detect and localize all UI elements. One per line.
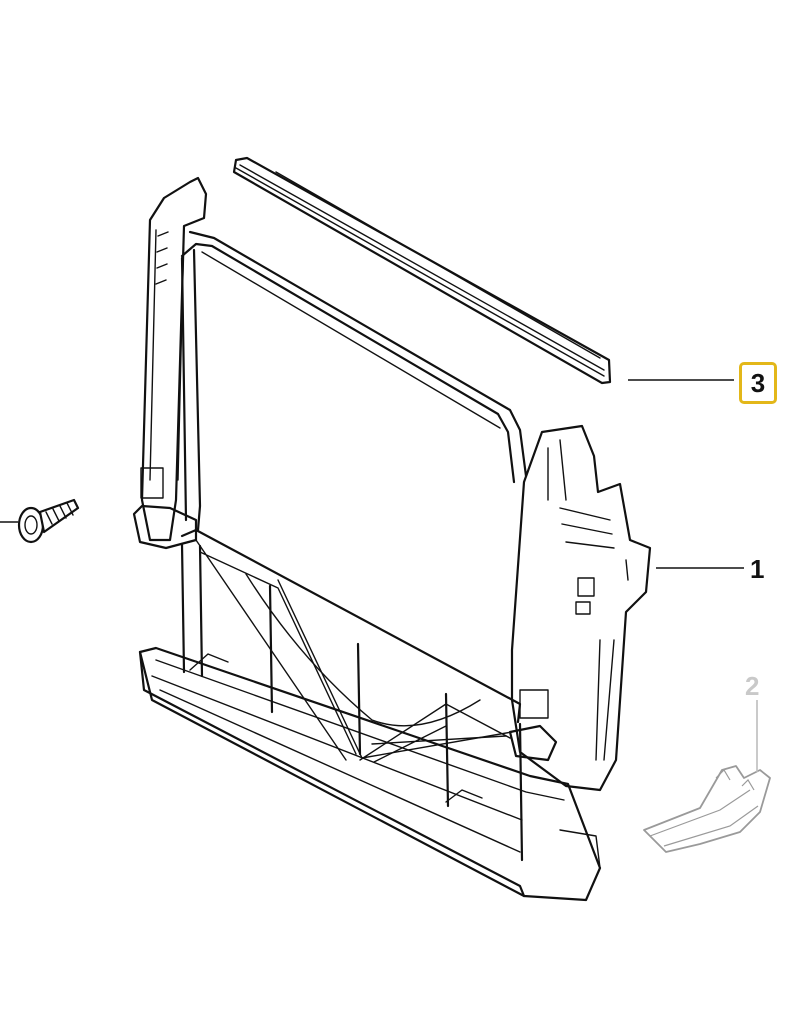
bracket-part-2[interactable] — [643, 765, 771, 853]
screw-fastener[interactable] — [0, 498, 80, 544]
callout-1[interactable]: 1 — [750, 554, 765, 584]
seal-strip-part-3[interactable] — [232, 156, 612, 385]
callout-2[interactable]: 2 — [745, 671, 760, 701]
radiator-frame-part-1[interactable] — [132, 176, 652, 902]
callout-3-highlighted[interactable]: 3 — [739, 362, 777, 404]
